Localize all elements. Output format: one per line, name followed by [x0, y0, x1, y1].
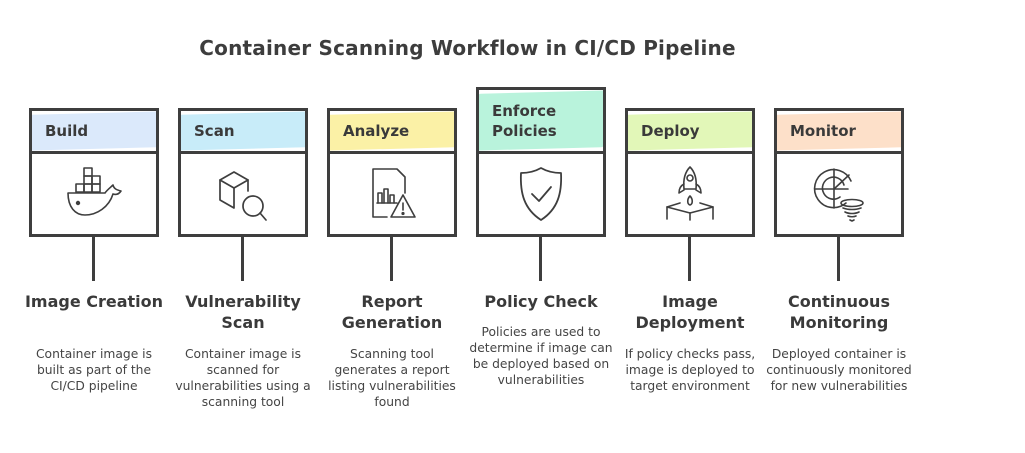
step-header-label: Scan [194, 122, 235, 140]
connector-line [92, 237, 95, 281]
step-icon-area [32, 154, 156, 234]
step-header: Enforce Policies [479, 90, 603, 154]
step-title: Image Creation [24, 292, 164, 311]
diagram-title: Container Scanning Workflow in CI/CD Pip… [199, 36, 736, 60]
step-card: Build [29, 108, 159, 237]
step-icon-area [628, 154, 752, 234]
step-header: Deploy [628, 111, 752, 154]
shield-check-icon [519, 167, 563, 221]
step-title: Image Deployment [635, 292, 745, 332]
rocket-launch-icon [666, 166, 714, 221]
step-description: Deployed container is continuously monit… [766, 347, 912, 393]
report-warning-icon [372, 168, 416, 218]
step-description: Policies are used to determine if image … [469, 325, 613, 387]
step-header-label: Build [45, 122, 89, 140]
connector-line [837, 237, 840, 281]
step-header: Analyze [330, 111, 454, 154]
step-description: Container image is built as part of the … [35, 347, 153, 393]
connector-line [539, 237, 542, 281]
step-header: Scan [181, 111, 305, 154]
step-card: Deploy [625, 108, 755, 237]
connector-line [688, 237, 691, 281]
step-title: Report Generation [341, 292, 443, 332]
step-description: Container image is scanned for vulnerabi… [175, 347, 311, 409]
step-header: Build [32, 111, 156, 154]
step-icon-area [330, 154, 454, 234]
step-header: Monitor [777, 111, 901, 154]
step-card: Scan [178, 108, 308, 237]
step-card: Enforce Policies [476, 87, 606, 237]
step-title: Continuous Monitoring [788, 292, 890, 332]
step-header-label: Monitor [790, 122, 856, 140]
step-card: Analyze [327, 108, 457, 237]
step-header-label: Analyze [343, 122, 410, 140]
step-description: If policy checks pass, image is deployed… [624, 347, 756, 393]
step-header-label: Enforce Policies [492, 101, 557, 140]
step-card: Monitor [774, 108, 904, 237]
step-header-label: Deploy [641, 122, 700, 140]
docker-whale-icon [67, 167, 122, 216]
connector-line [390, 237, 393, 281]
cube-search-icon [219, 171, 267, 221]
step-title: Policy Check [484, 292, 598, 311]
step-title: Vulnerability Scan [185, 292, 301, 332]
step-description: Scanning tool generates a report listing… [328, 347, 456, 409]
step-icon-area [479, 154, 603, 234]
radar-icon [813, 168, 864, 222]
connector-line [241, 237, 244, 281]
step-icon-area [777, 154, 901, 234]
step-icon-area [181, 154, 305, 234]
